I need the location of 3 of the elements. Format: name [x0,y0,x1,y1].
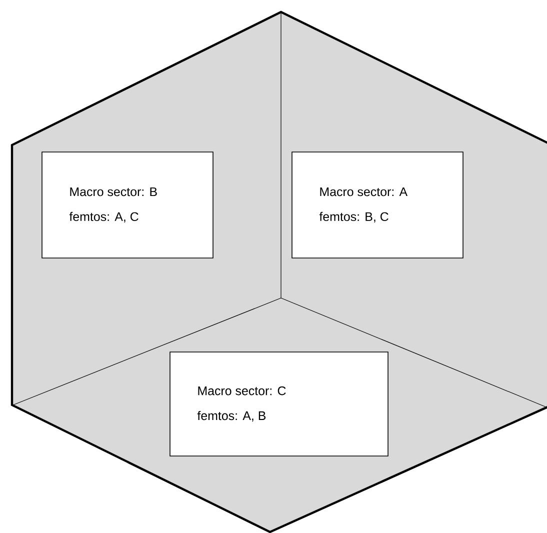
sector-label-box: Macro sector: A femtos: B, C [292,152,464,258]
sector-label-box: Macro sector: B femtos: A, C [42,152,214,258]
sector-label-box: Macro sector: C femtos: A, B [170,352,388,456]
